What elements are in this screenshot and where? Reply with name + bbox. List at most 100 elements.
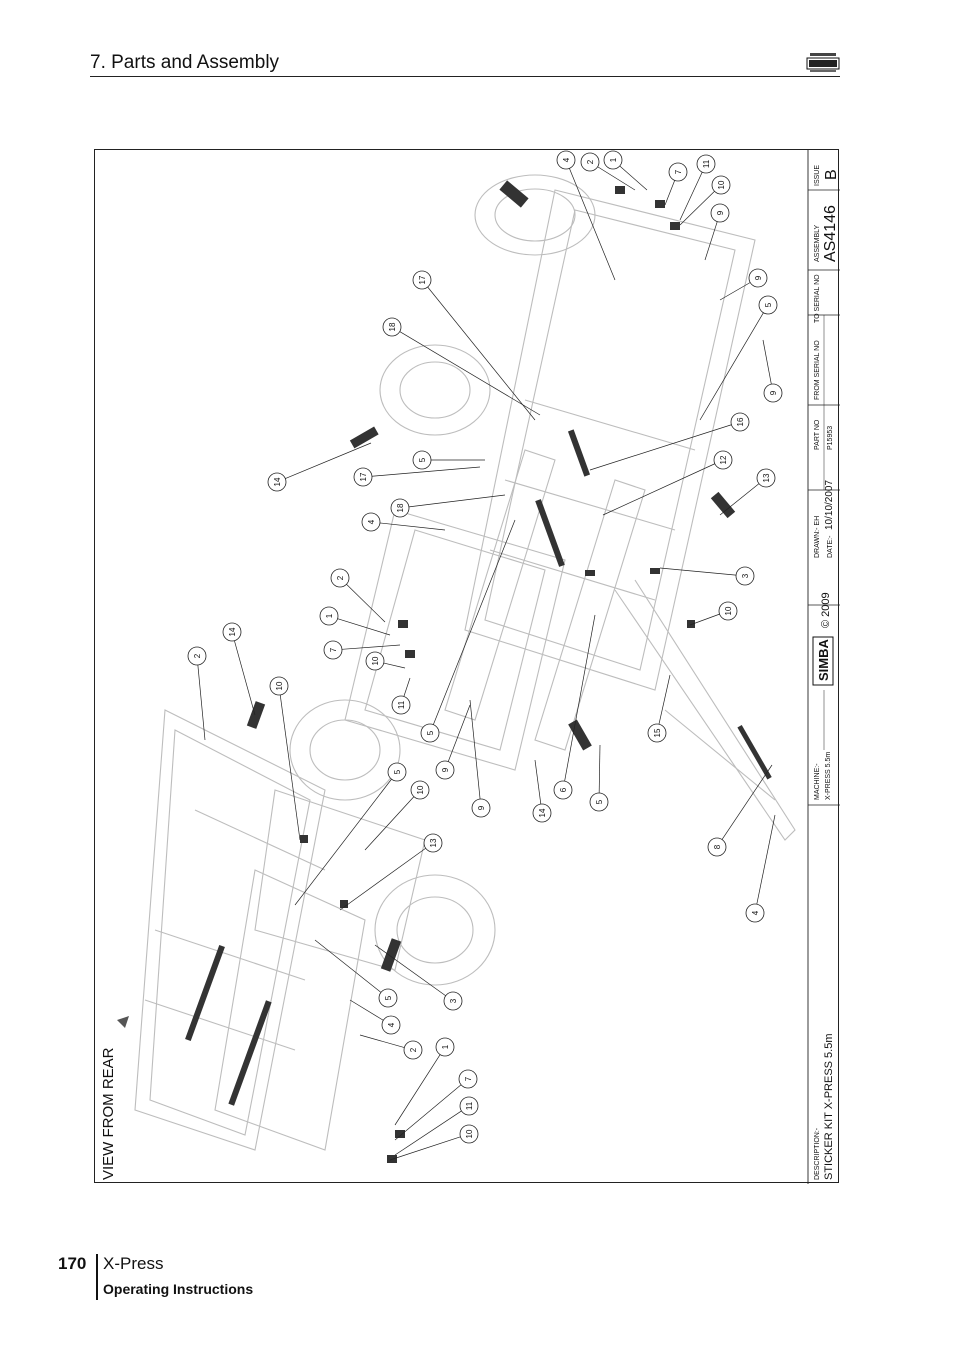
callout-42: 3	[374, 944, 463, 1011]
callout-number: 4	[562, 157, 571, 162]
callout-number: 17	[418, 275, 427, 284]
callout-16: 17	[353, 466, 481, 487]
callout-number: 11	[702, 159, 711, 168]
part-no-value: P15953	[827, 426, 834, 450]
callout-number: 11	[397, 700, 406, 709]
machine-outline	[134, 174, 796, 1151]
callout-11: 18	[382, 317, 541, 416]
callout-6: 9	[704, 203, 730, 261]
callout-number: 8	[713, 844, 722, 849]
callout-3: 7	[664, 162, 688, 206]
issue-value: B	[823, 169, 840, 180]
callout-number: 2	[409, 1047, 418, 1052]
callout-26: 11	[391, 677, 411, 715]
part-no-label: PART NO	[814, 419, 821, 450]
callout-number: 10	[717, 180, 726, 189]
callout-15: 5	[412, 450, 485, 470]
callout-number: 4	[387, 1022, 396, 1027]
callout-19: 4	[361, 512, 446, 532]
callout-number: 4	[367, 519, 376, 524]
callout-48: 11	[394, 1096, 479, 1156]
callout-number: 10	[724, 606, 733, 615]
svg-text:SIMBA: SIMBA	[816, 639, 831, 682]
callout-number: 7	[674, 169, 683, 174]
from-serial-label: FROM SERIAL NO	[814, 340, 821, 400]
callout-number: 11	[465, 1101, 474, 1110]
callout-number: 7	[464, 1076, 473, 1081]
callout-0: 4	[556, 150, 616, 281]
callout-27: 5	[420, 519, 516, 743]
footer-divider	[96, 1254, 98, 1300]
callout-number: 5	[418, 457, 427, 462]
callout-17: 14	[267, 442, 372, 492]
header-rule	[90, 76, 840, 77]
callout-36: 15	[647, 674, 671, 743]
callout-number: 14	[538, 808, 547, 817]
callout-45: 2	[359, 1034, 423, 1060]
callout-number: 12	[719, 455, 728, 464]
callout-1: 2	[580, 152, 636, 191]
issue-label: ISSUE	[814, 165, 821, 186]
simba-title-logo-icon: SIMBA	[812, 636, 834, 686]
callout-30: 10	[269, 676, 301, 841]
callout-number: 15	[653, 728, 662, 737]
callout-number: 2	[193, 653, 202, 658]
callout-number: 5	[384, 995, 393, 1000]
callout-number: 9	[716, 210, 725, 215]
callout-31: 9	[435, 704, 471, 780]
callout-8: 5	[699, 295, 778, 421]
footer-subtitle: Operating Instructions	[103, 1281, 254, 1297]
callout-35: 5	[589, 744, 609, 812]
callout-number: 6	[559, 787, 568, 792]
product-name: X-Press	[103, 1254, 164, 1273]
to-serial-label: TO SERIAL NO	[814, 274, 821, 323]
callout-number: 9	[754, 275, 763, 280]
callout-number: 18	[396, 503, 405, 512]
simba-logo-icon	[806, 53, 840, 72]
callout-34: 14	[532, 759, 552, 823]
callout-number: 10	[465, 1129, 474, 1138]
callout-25: 10	[365, 651, 406, 671]
sticker-marks	[185, 180, 772, 1163]
callout-28: 14	[222, 622, 256, 716]
callout-22: 10	[689, 601, 738, 626]
callout-number: 5	[393, 769, 402, 774]
callout-number: 5	[426, 730, 435, 735]
callout-number: 9	[769, 390, 778, 395]
callout-4: 11	[679, 154, 716, 221]
callout-number: 10	[371, 656, 380, 665]
callout-number: 5	[764, 302, 773, 307]
callout-number: 3	[449, 998, 458, 1003]
description-value: STICKER KIT X-PRESS 5.5m	[823, 1033, 835, 1180]
copyright: © 2009	[820, 592, 832, 628]
page-number: 170	[58, 1254, 87, 1273]
callout-29: 2	[187, 646, 207, 741]
callout-2: 1	[603, 150, 648, 191]
callout-14: 13	[719, 468, 776, 516]
assembly-label: ASSEMBLY	[814, 224, 821, 262]
callout-number: 13	[429, 838, 438, 847]
callout-number: 1	[441, 1044, 450, 1049]
callout-37: 8	[707, 764, 773, 857]
callout-number: 3	[741, 573, 750, 578]
callout-47: 7	[394, 1069, 478, 1141]
callout-number: 17	[359, 472, 368, 481]
callout-20: 3	[659, 566, 755, 586]
callout-number: 2	[336, 575, 345, 580]
callout-number: 14	[228, 627, 237, 636]
callout-40: 10	[364, 780, 430, 851]
machine-value: X-PRESS 5.5m	[825, 752, 832, 800]
callout-number: 5	[595, 799, 604, 804]
callout-46: 1	[394, 1037, 455, 1126]
callout-9: 9	[762, 339, 783, 403]
callout-number: 1	[325, 613, 334, 618]
callout-24: 7	[323, 640, 401, 660]
date-value: 10/10/2007	[824, 480, 835, 530]
view-label: VIEW FROM REAR	[100, 1047, 117, 1180]
drawn-label: DRAWN:- EH	[814, 516, 821, 558]
callout-number: 16	[736, 417, 745, 426]
callout-10: 17	[412, 270, 536, 421]
view-arrow-icon	[117, 1016, 129, 1028]
machine-label: MACHINE:-	[814, 763, 821, 800]
